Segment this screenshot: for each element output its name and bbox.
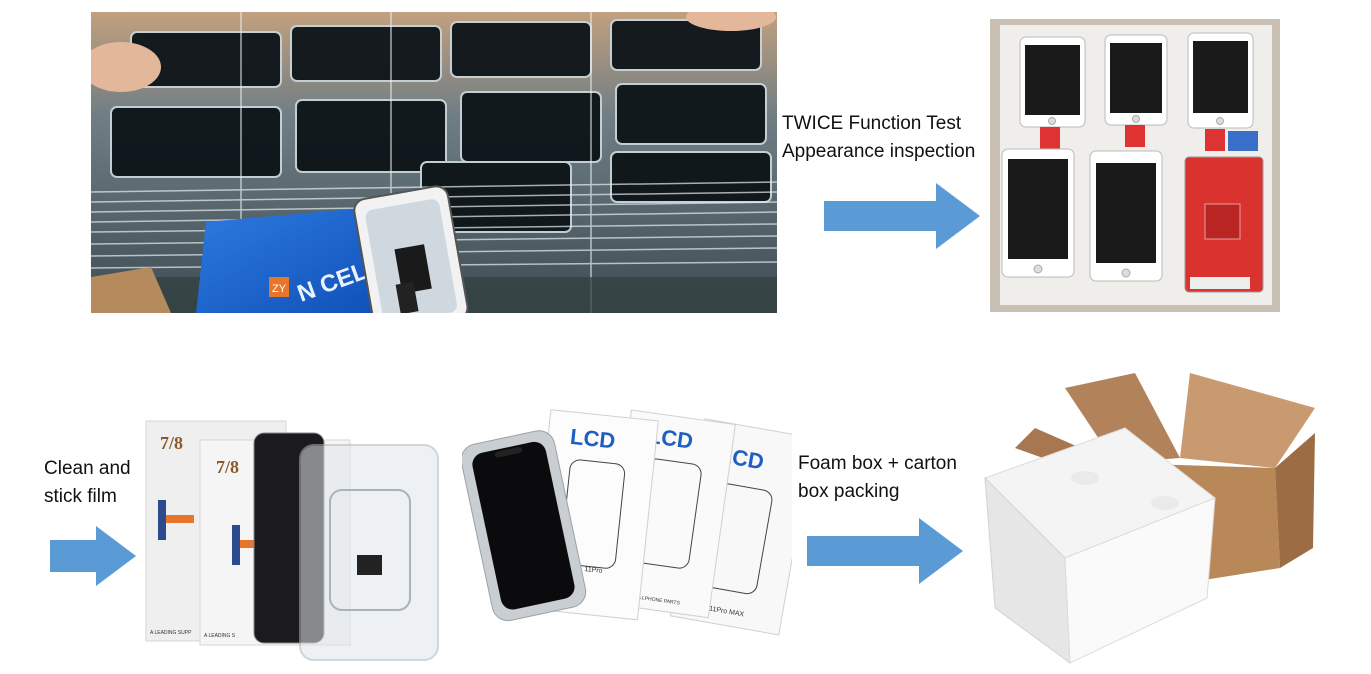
model-label: 7/8 [160,433,183,453]
film-packaged-screens-photo: 7/8 A LEADING SUPP 7/8 A LEADING S [142,415,442,665]
clean-stick-film-caption: Clean and stick film [44,455,131,511]
flow-arrow [50,526,136,586]
caption-line: Appearance inspection [782,141,976,162]
lcd-logo: LCD [569,424,617,454]
supplier-text: A LEADING S [204,633,236,639]
caption-line: stick film [44,486,117,507]
supplier-text: A LEADING SUPP [150,630,192,636]
tested-screens-in-foam-tray-photo [990,19,1280,312]
caption-line: Clean and [44,458,131,479]
flow-arrow [824,183,980,249]
lcd-retail-boxes-photo: LCD 11Pro MAX LCD FOR CELLPHONE PARTS LC… [462,406,792,642]
stacked-lcd-trays-photo: ZY N CELL [91,12,777,313]
model-label: 7/8 [216,457,239,477]
foam-carton-packing-caption: Foam box + carton box packing [798,450,957,506]
caption-line: TWICE Function Test [782,113,962,134]
box-model-text: 11Pro [584,566,603,575]
caption-line: Foam box + carton [798,453,957,474]
flow-arrow [807,518,963,584]
zy-badge-text: ZY [272,283,287,295]
caption-line: box packing [798,481,900,502]
foam-box-in-carton-photo [975,368,1321,668]
function-test-caption: TWICE Function Test Appearance inspectio… [782,110,975,166]
